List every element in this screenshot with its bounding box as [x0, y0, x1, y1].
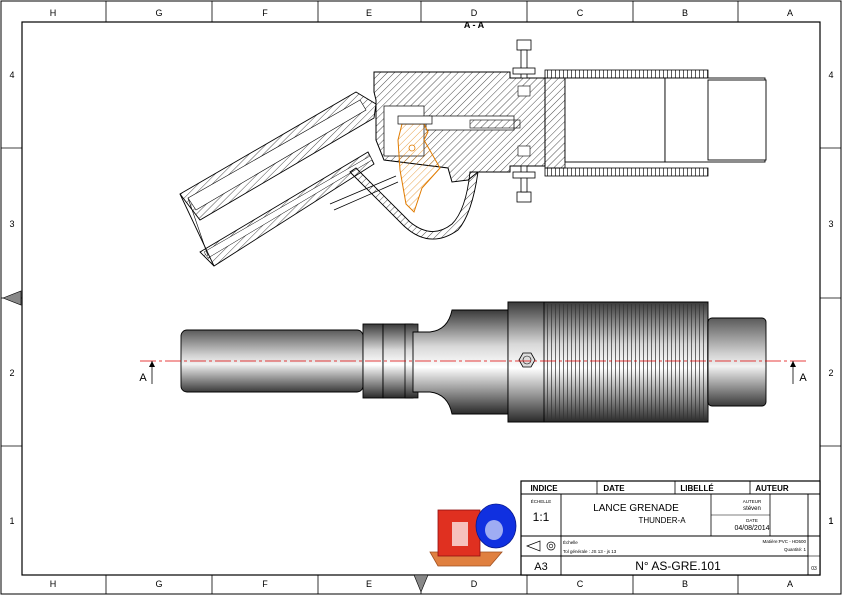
auteur-value: stéven: [743, 506, 761, 512]
col-label-top-e: E: [366, 8, 372, 18]
bottom-center-mark: [413, 574, 429, 593]
body-housing: [412, 309, 509, 415]
trigger-guard: [329, 167, 479, 240]
date-value: 04/08/2014: [734, 525, 769, 532]
section-view: [179, 39, 767, 267]
row-label-left-4: 4: [9, 70, 14, 80]
col-label-bottom-c: C: [577, 579, 584, 589]
drawing-number: N° AS-GRE.101: [635, 559, 721, 573]
section-marker-left: A: [139, 361, 155, 384]
drawing-subtitle: THUNDER-A: [638, 516, 686, 525]
col-label-top-f: F: [262, 8, 268, 18]
auteur-label: AUTEUR: [743, 499, 762, 504]
row-label-left-3: 3: [9, 219, 14, 229]
trigger-part: [397, 115, 441, 213]
svg-text:A: A: [139, 372, 147, 384]
row-label-right-2: 2: [828, 368, 833, 378]
drawing-title: LANCE GRENADE: [593, 503, 679, 514]
header-auteur: AUTEUR: [755, 484, 789, 493]
col-label-bottom-e: E: [366, 579, 372, 589]
echelle-value: 1:1: [533, 510, 550, 524]
section-title: A - A: [464, 20, 485, 30]
col-label-top-h: H: [50, 8, 57, 18]
row-label-left-2: 2: [9, 368, 14, 378]
col-label-top-d: D: [471, 8, 478, 18]
barrel-section: [544, 69, 767, 177]
header-indice: INDICE: [530, 484, 558, 493]
row-label-right-1: 1: [828, 516, 833, 526]
sheet-index: 1: [828, 516, 833, 526]
bolt-head: [518, 352, 536, 368]
col-label-bottom-f: F: [262, 579, 268, 589]
left-center-mark: [2, 290, 22, 306]
svg-text:A: A: [799, 372, 807, 384]
col-label-bottom-d: D: [471, 579, 478, 589]
col-label-bottom-g: G: [155, 579, 162, 589]
matiere-text: Matière:PVC - HD500: [762, 539, 806, 544]
exterior-view: A A: [139, 301, 807, 423]
quantite-text: Quantité: 1: [784, 547, 807, 552]
projection-symbol: [526, 540, 556, 552]
echelle-label: ÉCHELLE: [531, 498, 552, 504]
company-logo: [429, 503, 517, 567]
header-libelle: LIBELLÉ: [680, 484, 714, 493]
col-label-bottom-a: A: [787, 579, 793, 589]
sheet-bottom: 03: [811, 566, 817, 572]
format-value: A3: [534, 561, 547, 573]
header-date: DATE: [603, 484, 625, 493]
col-label-bottom-b: B: [682, 579, 688, 589]
front-barrel: [707, 317, 767, 407]
row-label-left-1: 1: [9, 516, 14, 526]
col-label-top-c: C: [577, 8, 584, 18]
row-label-right-4: 4: [828, 70, 833, 80]
title-block: INDICE DATE LIBELLÉ AUTEUR ÉCHELLE 1:1 L…: [520, 480, 834, 576]
section-marker-right: A: [790, 361, 807, 384]
grip-tube: [179, 91, 377, 267]
row-label-right-3: 3: [828, 219, 833, 229]
col-label-bottom-h: H: [50, 579, 57, 589]
date-label: DATE: [746, 518, 758, 523]
scale-text: Échelle: [563, 539, 578, 545]
col-label-top-b: B: [682, 8, 688, 18]
tolerance-text: Tol générale : JS 13 - js 13: [563, 549, 617, 554]
col-label-top-a: A: [787, 8, 793, 18]
col-label-top-g: G: [155, 8, 162, 18]
